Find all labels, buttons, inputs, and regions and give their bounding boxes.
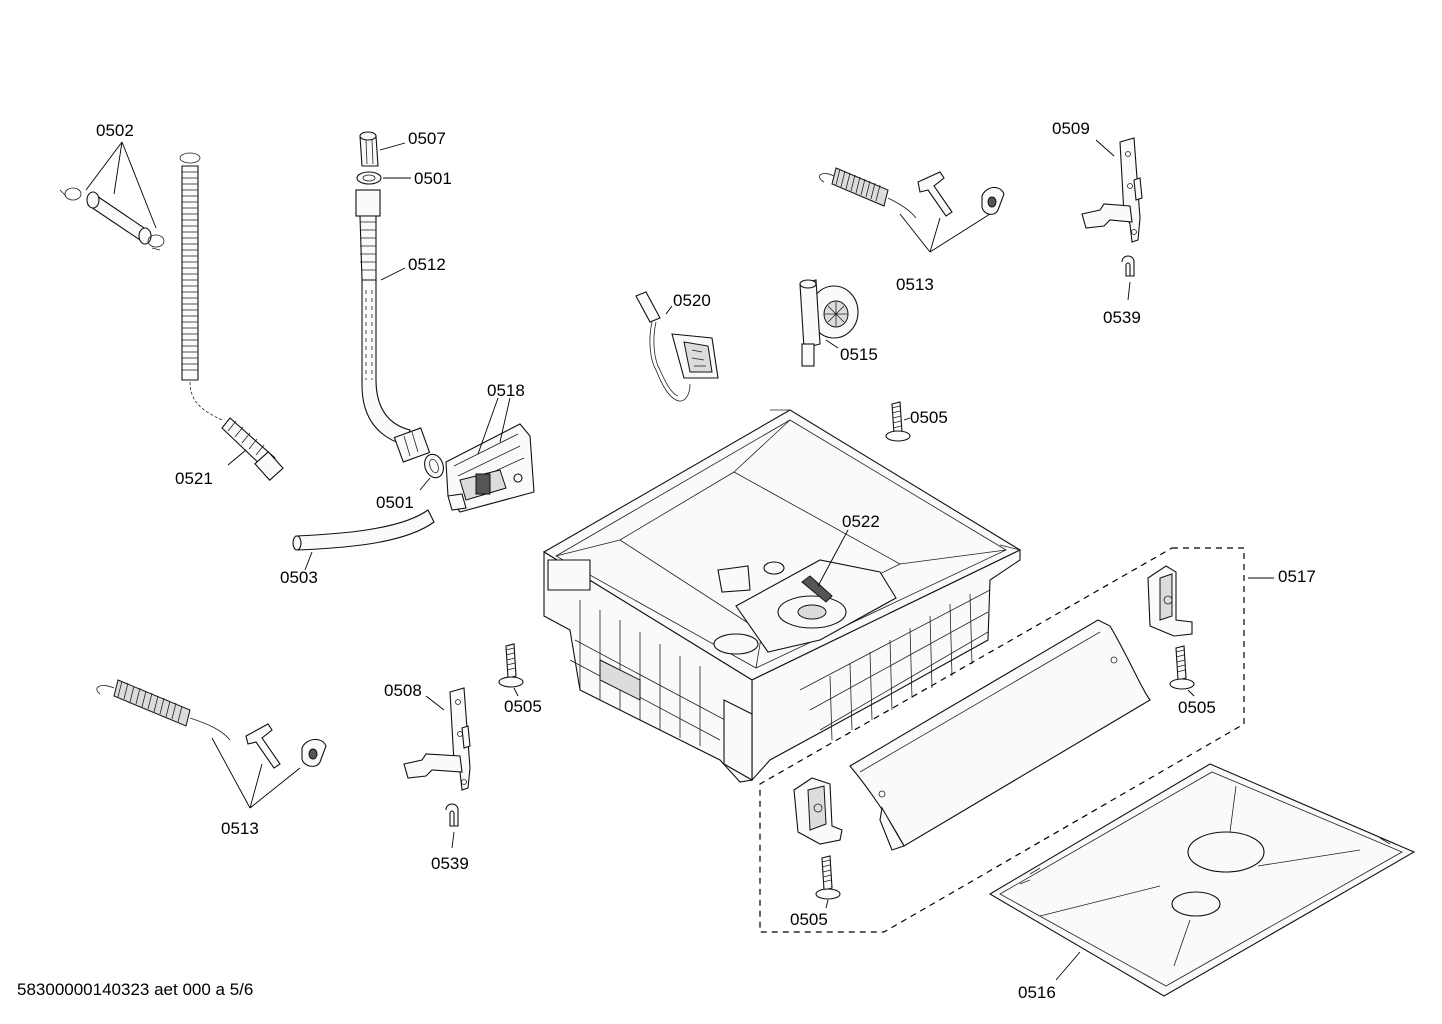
label-0513-top: 0513 [896, 275, 934, 294]
part-0513-door-spring-bottom [96, 679, 327, 769]
part-0505-screw-bottom [815, 855, 841, 900]
part-0501-seal-bottom [424, 453, 444, 479]
label-0521: 0521 [175, 469, 213, 488]
part-0520-pressure-switch [635, 291, 719, 402]
label-0501-top: 0501 [414, 169, 452, 188]
label-0505-right: 0505 [1178, 698, 1216, 717]
label-0515: 0515 [840, 345, 878, 364]
label-0539-bottom: 0539 [431, 854, 469, 873]
label-0503: 0503 [280, 568, 318, 587]
label-0518: 0518 [487, 381, 525, 400]
part-0521-hose-end [221, 417, 284, 481]
part-0517-plinth-panel [849, 619, 1151, 851]
label-0522: 0522 [842, 512, 880, 531]
part-0502-hose-clamps [59, 187, 165, 251]
part-0515-drain-pump [799, 279, 859, 367]
part-0516-base-plate [988, 763, 1416, 997]
part-0513-door-spring-top [819, 167, 1005, 219]
label-0507: 0507 [408, 129, 446, 148]
part-0505-screw-top [885, 401, 911, 442]
group-0517-plinth-box [759, 547, 1245, 933]
part-0505-screw-mid [498, 643, 524, 688]
label-0505-bottom: 0505 [790, 910, 828, 929]
label-0502: 0502 [96, 121, 134, 140]
label-0501-bottom: 0501 [376, 493, 414, 512]
label-0516: 0516 [1018, 983, 1056, 1002]
label-0520: 0520 [673, 291, 711, 310]
part-0501-seal-top [356, 171, 382, 185]
part-0539-clip-top [1121, 255, 1135, 277]
part-0503-hose [292, 509, 435, 551]
part-0505-screw-right [1169, 645, 1195, 690]
label-0509: 0509 [1052, 119, 1090, 138]
part-0509-bracket [1081, 137, 1143, 243]
part-0517-bracket-left [793, 777, 843, 845]
label-0505-top: 0505 [910, 408, 948, 427]
label-0539-top: 0539 [1103, 308, 1141, 327]
label-0505-mid: 0505 [504, 697, 542, 716]
label-0513-bottom: 0513 [221, 819, 259, 838]
part-0508-bracket [403, 687, 471, 791]
part-base-tub-assembly [542, 409, 1022, 783]
drawing-number-footer: 58300000140323 aet 000 a 5/6 [17, 980, 254, 999]
part-0539-clip-bottom [445, 803, 459, 827]
part-drain-hose [179, 152, 223, 421]
part-0512-inlet-hose [355, 189, 431, 463]
part-0507-filter [359, 131, 379, 167]
part-0518-inlet-valve [445, 423, 535, 513]
label-0512: 0512 [408, 255, 446, 274]
part-0517-bracket-right [1147, 565, 1193, 637]
label-0508: 0508 [384, 681, 422, 700]
label-0517: 0517 [1278, 567, 1316, 586]
